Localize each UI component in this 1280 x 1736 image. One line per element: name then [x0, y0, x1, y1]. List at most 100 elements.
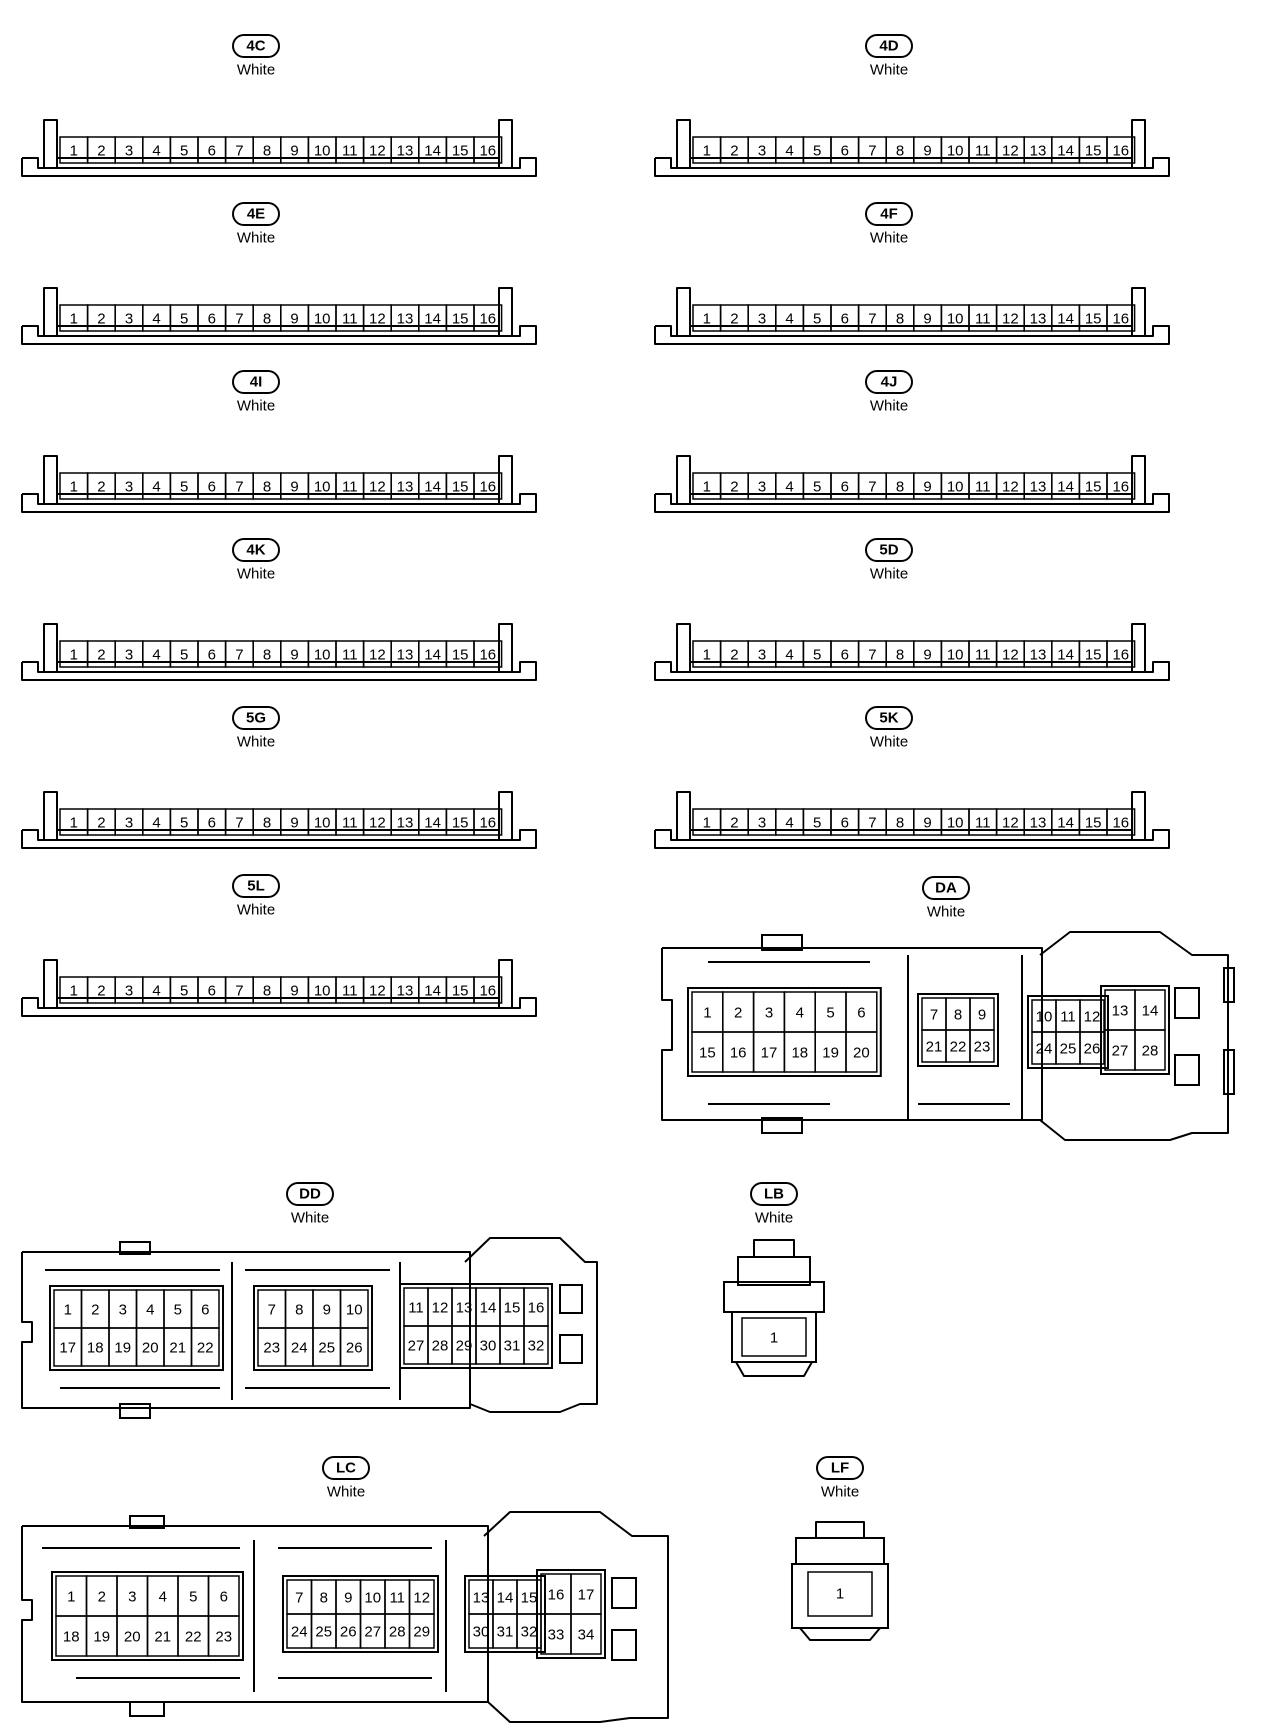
cavity	[611, 1629, 637, 1661]
pin-label: 5	[180, 479, 188, 496]
pin-label: 20	[853, 1045, 870, 1062]
connector-id-badge	[865, 706, 913, 730]
pin-label: 5	[813, 815, 821, 832]
housing-outline	[464, 1237, 598, 1413]
pin-label: 14	[1142, 1003, 1159, 1020]
connector-id-badge	[865, 538, 913, 562]
pin-label: 16	[1112, 311, 1129, 328]
connector-id: 4F	[880, 206, 898, 223]
connector-id-badge	[232, 538, 280, 562]
pin-label: 1	[70, 983, 78, 1000]
pin-label: 3	[125, 983, 133, 1000]
pin-label: 12	[432, 1300, 449, 1317]
strip-left-post	[43, 455, 58, 504]
pin-label: 3	[125, 647, 133, 664]
latch-tab	[761, 1117, 803, 1134]
pin-label: 4	[146, 1302, 154, 1319]
pin-label: 20	[124, 1629, 141, 1646]
pin-label: 12	[369, 479, 386, 496]
pin-label: 15	[452, 815, 469, 832]
pin-label: 9	[923, 311, 931, 328]
pin-label: 13	[1112, 1003, 1129, 1020]
pin-label: 6	[841, 311, 849, 328]
connector-id-badge	[232, 370, 280, 394]
pin-label: 22	[185, 1629, 202, 1646]
connector-id: 4E	[247, 206, 265, 223]
pin-label: 11	[342, 815, 358, 832]
pin-label: 8	[896, 311, 904, 328]
connector-id: LB	[764, 1186, 784, 1203]
pin-label: 12	[1002, 647, 1019, 664]
connector-body	[731, 1311, 817, 1363]
connector-color: White	[755, 1210, 793, 1227]
pin-group-frame	[536, 1569, 606, 1659]
connector-id-badge	[232, 202, 280, 226]
connector-id-badge	[922, 876, 970, 900]
pin-group-frame	[282, 1575, 439, 1653]
pin-label: 9	[344, 1590, 352, 1607]
pin-label: 1	[703, 479, 711, 496]
strip-left-post	[43, 791, 58, 840]
pin-label: 10	[314, 143, 331, 160]
pin-label: 9	[290, 311, 298, 328]
housing-outline	[21, 1251, 471, 1409]
pin-label: 12	[1002, 479, 1019, 496]
pin-label: 8	[263, 983, 271, 1000]
pin-label: 12	[369, 143, 386, 160]
connector-id: DD	[299, 1186, 321, 1203]
pin-label: 7	[268, 1302, 276, 1319]
cavity	[559, 1284, 583, 1314]
pin-label: 9	[290, 143, 298, 160]
pin-label: 5	[180, 983, 188, 1000]
pin-label: 31	[497, 1624, 514, 1641]
pin-cell	[807, 1571, 873, 1617]
pin-label: 14	[424, 647, 441, 664]
pin-label: 23	[974, 1039, 991, 1056]
pin-label: 7	[235, 647, 243, 664]
pin-label: 16	[1112, 143, 1129, 160]
pin-label: 2	[97, 143, 105, 160]
pin-label: 19	[114, 1340, 131, 1357]
latch-tab	[129, 1515, 165, 1529]
pin-label: 11	[975, 647, 991, 664]
pin-label: 33	[548, 1627, 565, 1644]
strip-right-post	[498, 959, 513, 1008]
pin-label: 5	[180, 311, 188, 328]
strip-left-post	[43, 959, 58, 1008]
pin-label: 4	[152, 647, 160, 664]
pin-label: 21	[154, 1629, 171, 1646]
pin-label: 13	[456, 1300, 473, 1317]
pin-label: 6	[208, 647, 216, 664]
pin-cell	[473, 136, 503, 164]
pin-label: 12	[1002, 311, 1019, 328]
pin-label: 1	[64, 1302, 72, 1319]
connector-color: White	[237, 734, 275, 751]
pin-label: 5	[189, 1589, 197, 1606]
pin-label: 1	[703, 1005, 711, 1022]
connector-cap	[795, 1537, 885, 1565]
strip-right-post	[498, 455, 513, 504]
pin-label: 27	[364, 1624, 381, 1641]
pin-label: 1	[703, 815, 711, 832]
pin-label: 4	[785, 479, 793, 496]
pin-label: 26	[340, 1624, 357, 1641]
connector-id: LC	[336, 1460, 356, 1477]
pin-label: 6	[208, 143, 216, 160]
pin-label: 3	[125, 311, 133, 328]
pin-cell	[1106, 640, 1136, 668]
pin-label: 6	[208, 311, 216, 328]
pin-label: 22	[950, 1039, 967, 1056]
pin-label: 14	[424, 983, 441, 1000]
cavity	[611, 1577, 637, 1609]
strip-right-post	[1131, 287, 1146, 336]
pin-cell	[523, 1325, 549, 1365]
pin-label: 15	[521, 1590, 538, 1607]
housing-outline	[21, 1525, 489, 1703]
pin-label: 8	[263, 479, 271, 496]
pin-label: 15	[1085, 311, 1102, 328]
pin-label: 12	[369, 647, 386, 664]
pin-label: 16	[528, 1300, 545, 1317]
pin-group-frame	[49, 1285, 224, 1371]
